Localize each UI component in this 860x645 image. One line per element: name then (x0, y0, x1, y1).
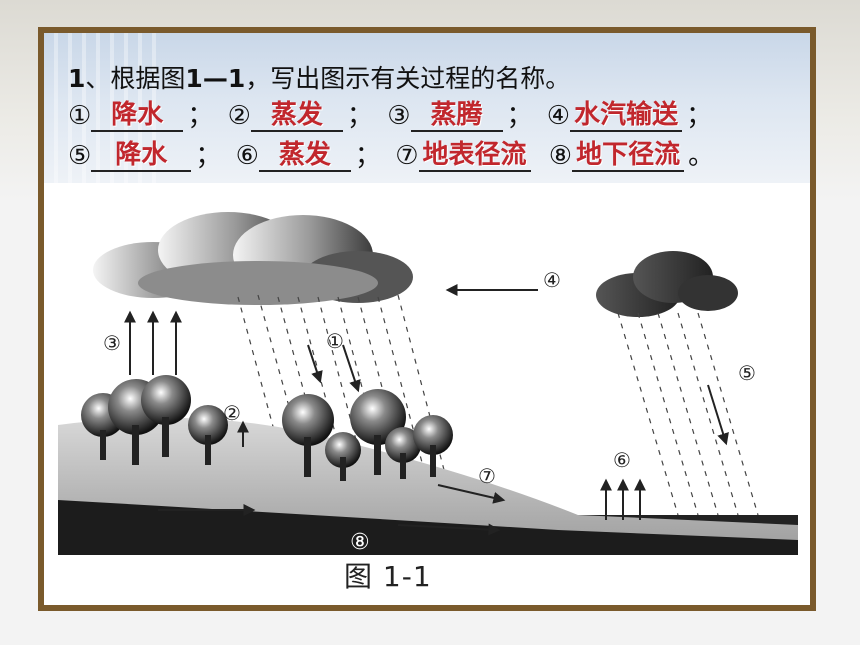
answer-text: 地下径流 (576, 140, 681, 170)
answer-blank-6: 蒸发 (258, 140, 351, 172)
label-7: ⑦ (478, 464, 496, 488)
answer-blank-5: 降水 (91, 140, 192, 172)
label-6: ⑥ (613, 448, 631, 472)
answer-text: 蒸发 (270, 100, 323, 130)
label-4: ④ (543, 268, 561, 292)
label-2: ② (223, 401, 241, 425)
blank-marker: ⑦ (395, 141, 419, 171)
blank-marker: ① (68, 101, 92, 131)
large-cloud (93, 212, 413, 305)
rain-streaks-small (617, 312, 759, 516)
figure-reference: 1—1 (185, 64, 246, 93)
separator: ； (354, 141, 381, 171)
blank-marker: ⑤ (68, 141, 92, 171)
question-text-suffix: ，写出图示有关过程的名称。 (245, 64, 571, 93)
answer-text: 降水 (115, 140, 168, 170)
answer-blank-1: 降水 (91, 100, 184, 132)
answer-text: 水汽输送 (574, 100, 679, 130)
blank-marker: ⑥ (235, 141, 259, 171)
water-cycle-diagram: ① ② ③ ④ ⑤ ⑥ ⑦ ⑧ (58, 212, 798, 555)
header-band (44, 33, 810, 183)
figure-caption: 图 1-1 (344, 560, 432, 593)
blank-marker: ② (227, 101, 251, 131)
question-number: 1 (68, 64, 86, 93)
question-title: 1、根据图1—1，写出图示有关过程的名称。 (68, 59, 570, 95)
small-cloud (596, 251, 738, 317)
blank-marker: ⑧ (548, 141, 573, 171)
question-text-prefix: 、根据图 (85, 64, 186, 93)
answer-blank-4: 水汽输送 (570, 100, 683, 132)
label-3: ③ (103, 331, 121, 355)
separator: ； (686, 101, 713, 131)
separator: 。 (688, 141, 715, 171)
label-1: ① (326, 329, 344, 353)
answer-text: 蒸腾 (430, 100, 483, 130)
answer-blank-3: 蒸腾 (410, 100, 503, 132)
separator: ； (506, 101, 533, 131)
answer-blank-8: 地下径流 (572, 140, 685, 172)
label-5: ⑤ (738, 361, 756, 385)
separator: ； (346, 101, 373, 131)
trees (81, 375, 453, 481)
blank-marker: ④ (546, 101, 571, 131)
process-arrows (124, 284, 729, 536)
answer-text: 蒸发 (278, 140, 331, 170)
answer-blank-7: 地表径流 (418, 140, 531, 172)
answer-text: 地表径流 (422, 140, 527, 170)
answer-text: 降水 (111, 100, 164, 130)
answer-blank-2: 蒸发 (250, 100, 343, 132)
label-8: ⑧ (350, 530, 370, 555)
blank-marker: ③ (387, 101, 411, 131)
separator: ； (195, 141, 222, 171)
separator: ； (187, 101, 214, 131)
